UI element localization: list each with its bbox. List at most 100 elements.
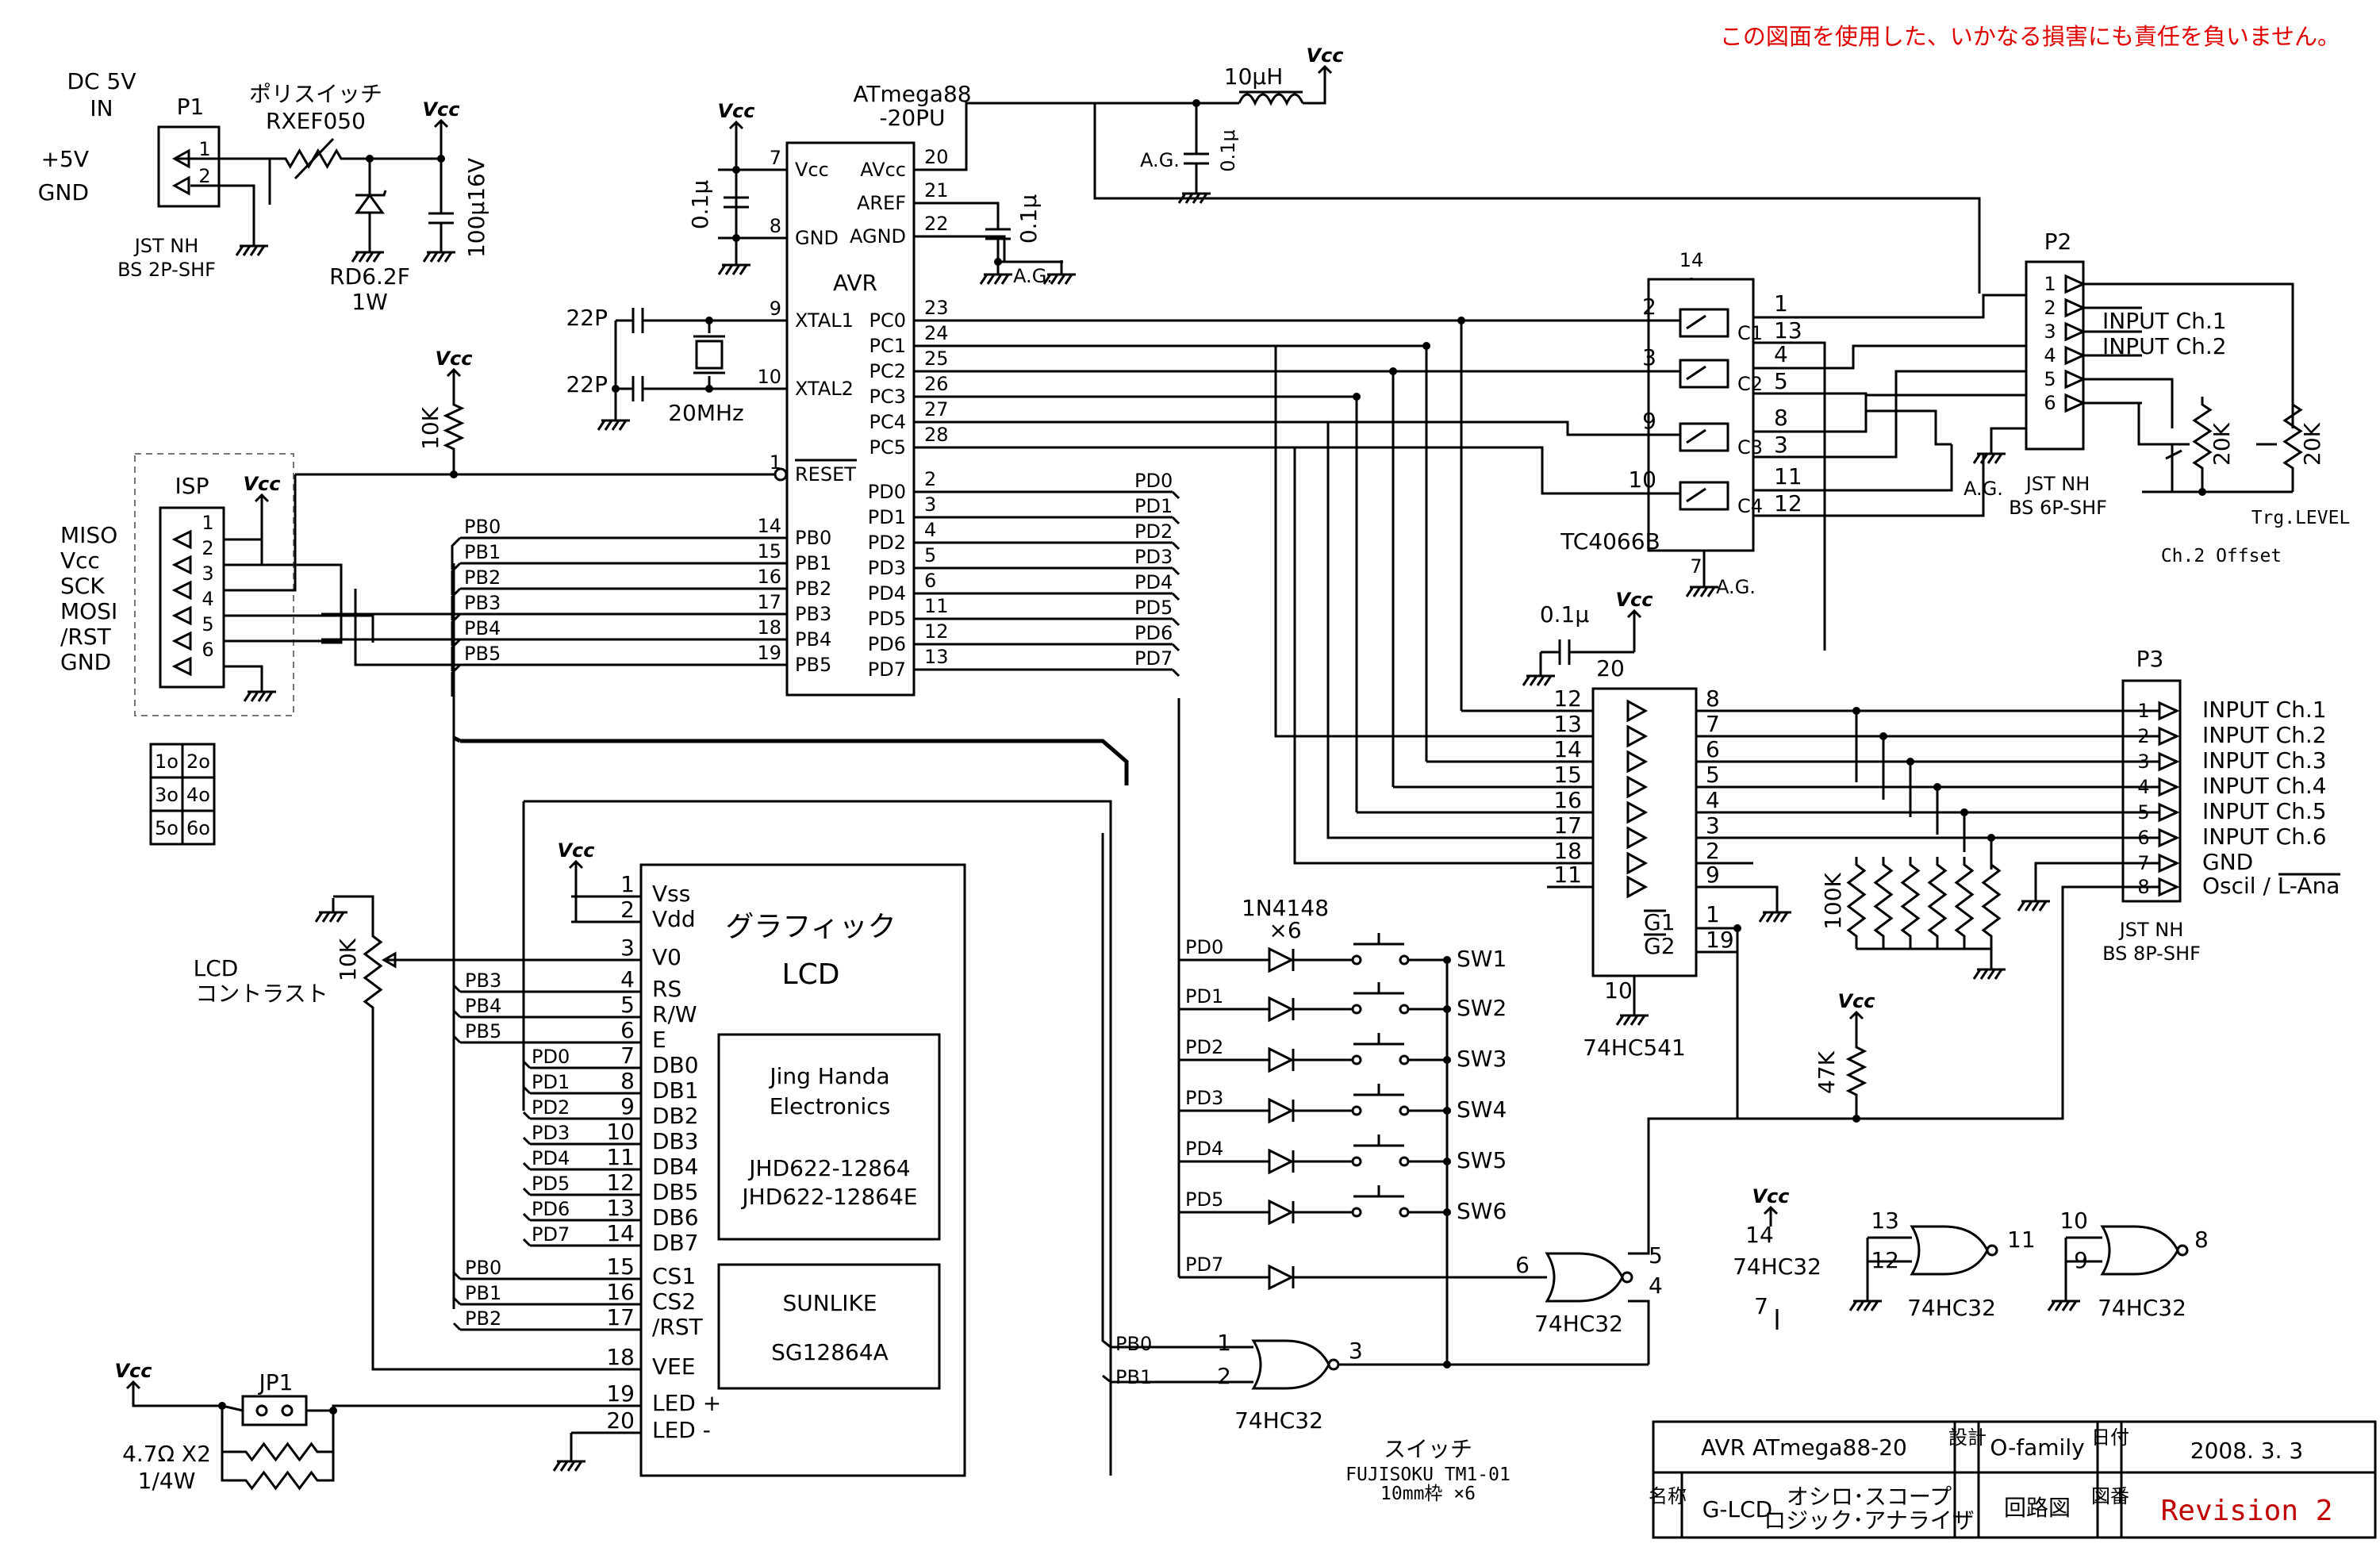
or-gate-icon (1251, 1339, 1330, 1390)
junction-dot (732, 166, 740, 174)
mcu-pin-name: Vcc (795, 159, 829, 181)
wire (224, 511, 263, 541)
ground-icon (365, 251, 374, 263)
mcu-pin-name: PC0 (869, 309, 907, 332)
wire (224, 539, 263, 566)
wire (2034, 862, 2159, 892)
tc4066-pin-a: 1 (1774, 290, 1788, 317)
zener-label: RD6.2F (329, 263, 410, 290)
lcd-model-2: JHD622-12864E (740, 1184, 917, 1210)
wire (452, 1035, 462, 1044)
isp-dashed-frame (134, 453, 294, 716)
mcu-pin-number: 21 (924, 179, 949, 202)
vcc-arrow-icon (1763, 1205, 1779, 1215)
pb-bus (460, 739, 1129, 785)
tc4066-name: TC4066B (1560, 528, 1660, 555)
buffer-out-pin: 9 (1706, 862, 1720, 888)
ground-icon (250, 691, 259, 702)
title-kind: 回路図 (2004, 1495, 2071, 1521)
connector-pin-icon (2064, 274, 2086, 294)
lcd-data-net: PD5 (532, 1173, 570, 1195)
xtal-cap-label: 22P (566, 371, 608, 397)
title-designer: O-family (1990, 1434, 2084, 1461)
wire (1303, 78, 1326, 105)
pc5-net (960, 446, 1626, 495)
mcu-pin-name: PC2 (869, 360, 907, 382)
p2-name: P2 (2044, 228, 2072, 255)
contrast-value: 10K (335, 938, 361, 981)
vcc-label: Vcc (422, 98, 459, 121)
diode-label: 1N4148 (1242, 895, 1329, 921)
ground-icon (574, 1461, 583, 1472)
resistor-icon (1845, 1039, 1868, 1103)
mcu-pin-name: AGND (850, 225, 906, 248)
resistor-icon (238, 1470, 325, 1491)
ground-icon (1758, 912, 1768, 923)
gate1-pin: 2 (1217, 1363, 1231, 1389)
ground-icon (2054, 1300, 2063, 1311)
isp-pin-number: 3 (202, 562, 213, 585)
tc4066-gnd-pin: 7 (1690, 555, 1702, 578)
mcu-pin-number: 16 (757, 566, 781, 588)
mcu-pin-name: PB3 (795, 603, 831, 625)
inverter-bubble-icon (2176, 1244, 2189, 1257)
ground-icon (552, 1461, 562, 1472)
switch-contact-icon (1399, 1054, 1410, 1065)
lcd-pin-number: 17 (606, 1304, 635, 1330)
lcd-pin-number: 1 (620, 871, 635, 897)
lcd-pin-name: DB4 (652, 1154, 699, 1180)
isp-signal-label: GND (60, 649, 111, 675)
tc4066-pin-a: 11 (1774, 463, 1802, 489)
wire (452, 1009, 462, 1019)
mcu-pin-number: 6 (924, 570, 936, 592)
wire (132, 1401, 222, 1407)
ground-icon (2038, 900, 2048, 912)
lcd-pin-name: Vss (652, 881, 690, 907)
mcu-pin-number: 19 (757, 642, 781, 664)
ground-icon (321, 912, 331, 923)
p1-part-2: BS 2P-SHF (117, 259, 216, 281)
or-gate-icon (1545, 1252, 1624, 1303)
lcd-pin-number: 10 (606, 1119, 635, 1145)
ground-icon (1972, 969, 1982, 980)
lcd-pin-name: DB5 (652, 1179, 699, 1205)
resistor-icon (238, 1442, 325, 1462)
p1-name: P1 (177, 94, 205, 120)
lcd-bus (524, 800, 1112, 1476)
tc4066-pin-a: 4 (1774, 341, 1788, 367)
jp1-name: JP1 (258, 1369, 294, 1396)
analog-switch-icon (1679, 359, 1729, 389)
buffer-in-pin: 13 (1553, 711, 1582, 737)
p2-net (1817, 370, 2039, 459)
buffer-icon (1626, 699, 1649, 723)
gate1-out-pin: 3 (1349, 1338, 1363, 1364)
trigger-level-label: Trg.LEVEL (2251, 508, 2351, 528)
vcc-arrow-icon (568, 859, 584, 870)
lcd-pin-number: 13 (606, 1195, 635, 1221)
switch-name: SW6 (1457, 1198, 1507, 1224)
wire (221, 1472, 238, 1482)
p2-net (1817, 392, 1952, 446)
lcd-model: JHD622-12864 (747, 1155, 911, 1181)
avcc-net (1093, 103, 1981, 294)
mcu-pin-number: 12 (924, 620, 949, 643)
ground-icon (2017, 900, 2026, 912)
ground-icon (243, 691, 252, 702)
power-title-2: IN (90, 95, 113, 121)
p1-pin2-label: GND (38, 179, 89, 205)
vcc-label: Vcc (557, 839, 594, 862)
ground-icon (264, 691, 274, 702)
pb-net (451, 536, 462, 570)
tc4066-ctl-pin: 10 (1628, 466, 1656, 493)
gate2-pin: 4 (1649, 1273, 1663, 1299)
vcc-arrow-icon (728, 120, 744, 130)
lcd-pin-number: 5 (620, 992, 635, 1018)
pc4-net (960, 420, 1626, 436)
p1-pin2-num: 2 (198, 165, 210, 187)
switch-pd7-net: PD7 (1185, 1253, 1223, 1276)
lcd-maker-box (717, 1033, 941, 1241)
ground-icon (1000, 274, 1010, 285)
pb-net (451, 587, 462, 620)
vcc-arrow-icon (1626, 608, 1642, 619)
switch-net: PD1 (1185, 985, 1223, 1008)
